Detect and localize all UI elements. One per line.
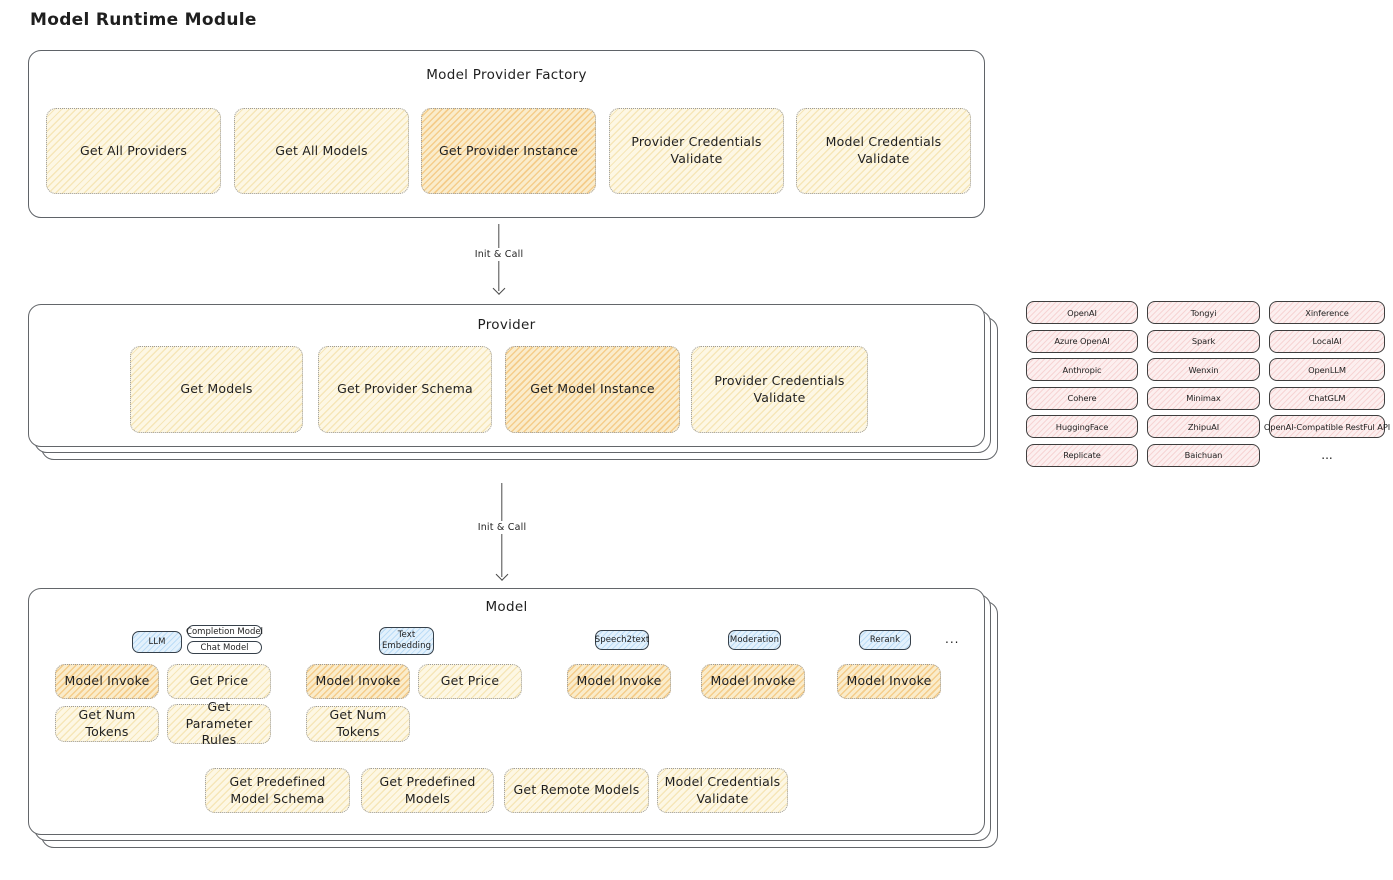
tab-speech2text: Speech2text <box>595 630 649 650</box>
provider-node-get-provider-schema: Get Provider Schema <box>318 346 492 433</box>
arrow-factory-to-provider: Init & Call <box>470 224 528 295</box>
arrow-head-icon <box>492 282 506 295</box>
provider-pill-baichuan: Baichuan <box>1147 443 1260 467</box>
provider-stack: Provider Get Models Get Provider Schema … <box>28 304 998 460</box>
provider-pill-zhipuai: ZhipuAI <box>1147 415 1260 438</box>
arrow-head-icon <box>495 568 509 581</box>
tab-llm: LLM <box>132 631 182 653</box>
factory-node-get-all-providers: Get All Providers <box>46 108 221 194</box>
provider-list-grid: OpenAI Tongyi Xinference Azure OpenAI Sp… <box>1026 301 1390 467</box>
provider-pill-minimax: Minimax <box>1147 386 1260 410</box>
llm-node-get-num-tokens: Get Num Tokens <box>55 706 159 742</box>
provider-pill-anthropic: Anthropic <box>1026 358 1138 381</box>
provider-title: Provider <box>477 317 536 333</box>
tab-text-embedding: Text Embedding <box>379 627 434 655</box>
provider-container: Provider Get Models Get Provider Schema … <box>28 304 985 447</box>
provider-node-provider-credentials-validate: Provider Credentials Validate <box>691 346 868 433</box>
model-stack: Model LLM Completion Model Chat Model Te… <box>28 588 998 848</box>
model-title: Model <box>485 599 528 615</box>
factory-node-model-credentials-validate: Model Credentials Validate <box>796 108 971 194</box>
provider-list-ellipsis: ... <box>1321 448 1333 462</box>
factory-node-provider-credentials-validate: Provider Credentials Validate <box>609 108 784 194</box>
factory-title: Model Provider Factory <box>426 67 587 83</box>
model-node-get-remote-models: Get Remote Models <box>504 768 649 813</box>
llm-node-get-parameter-rules: Get Parameter Rules <box>167 699 271 747</box>
provider-pill-spark: Spark <box>1147 329 1260 353</box>
provider-pill-azure-openai: Azure OpenAI <box>1026 329 1138 353</box>
provider-pill-huggingface: HuggingFace <box>1026 415 1138 438</box>
provider-pill-wenxin: Wenxin <box>1147 358 1260 381</box>
tab-moderation: Moderation <box>728 630 781 650</box>
factory-node-get-provider-instance: Get Provider Instance <box>421 108 596 194</box>
model-node-get-predefined-model-schema: Get Predefined Model Schema <box>205 768 350 813</box>
provider-pill-cohere: Cohere <box>1026 386 1138 410</box>
provider-pill-localai: LocalAI <box>1269 329 1385 353</box>
provider-pill-openai: OpenAI <box>1026 301 1138 324</box>
provider-pill-openai-compatible: OpenAI-Compatible RestFul API <box>1264 415 1390 438</box>
llm-node-model-invoke: Model Invoke <box>55 664 159 699</box>
factory-container: Model Provider Factory Get All Providers… <box>28 50 985 218</box>
page-title: Model Runtime Module <box>30 10 257 30</box>
arrow-label: Init & Call <box>470 248 528 261</box>
model-node-model-credentials-validate: Model Credentials Validate <box>657 768 788 813</box>
arrow-label: Init & Call <box>473 521 531 534</box>
provider-pill-chatglm: ChatGLM <box>1269 386 1385 410</box>
model-container: Model LLM Completion Model Chat Model Te… <box>28 588 985 835</box>
provider-node-get-models: Get Models <box>130 346 303 433</box>
arrow-provider-to-model: Init & Call <box>473 483 531 581</box>
embedding-node-get-price: Get Price <box>418 664 522 699</box>
tab-rerank: Rerank <box>859 630 911 650</box>
provider-pill-tongyi: Tongyi <box>1147 301 1260 324</box>
tag-chat-model: Chat Model <box>187 641 262 654</box>
model-tabs-ellipsis: ... <box>945 632 960 646</box>
provider-pill-replicate: Replicate <box>1026 443 1138 467</box>
rerank-node-model-invoke: Model Invoke <box>837 664 941 699</box>
embedding-node-get-num-tokens: Get Num Tokens <box>306 706 410 742</box>
embedding-node-model-invoke: Model Invoke <box>306 664 410 699</box>
provider-pill-openllm: OpenLLM <box>1269 358 1385 381</box>
moderation-node-model-invoke: Model Invoke <box>701 664 805 699</box>
provider-node-get-model-instance: Get Model Instance <box>505 346 680 433</box>
llm-node-get-price: Get Price <box>167 664 271 699</box>
provider-pill-xinference: Xinference <box>1269 301 1385 324</box>
speech2text-node-model-invoke: Model Invoke <box>567 664 671 699</box>
factory-node-get-all-models: Get All Models <box>234 108 409 194</box>
model-node-get-predefined-models: Get Predefined Models <box>361 768 494 813</box>
tag-completion-model: Completion Model <box>186 625 263 638</box>
